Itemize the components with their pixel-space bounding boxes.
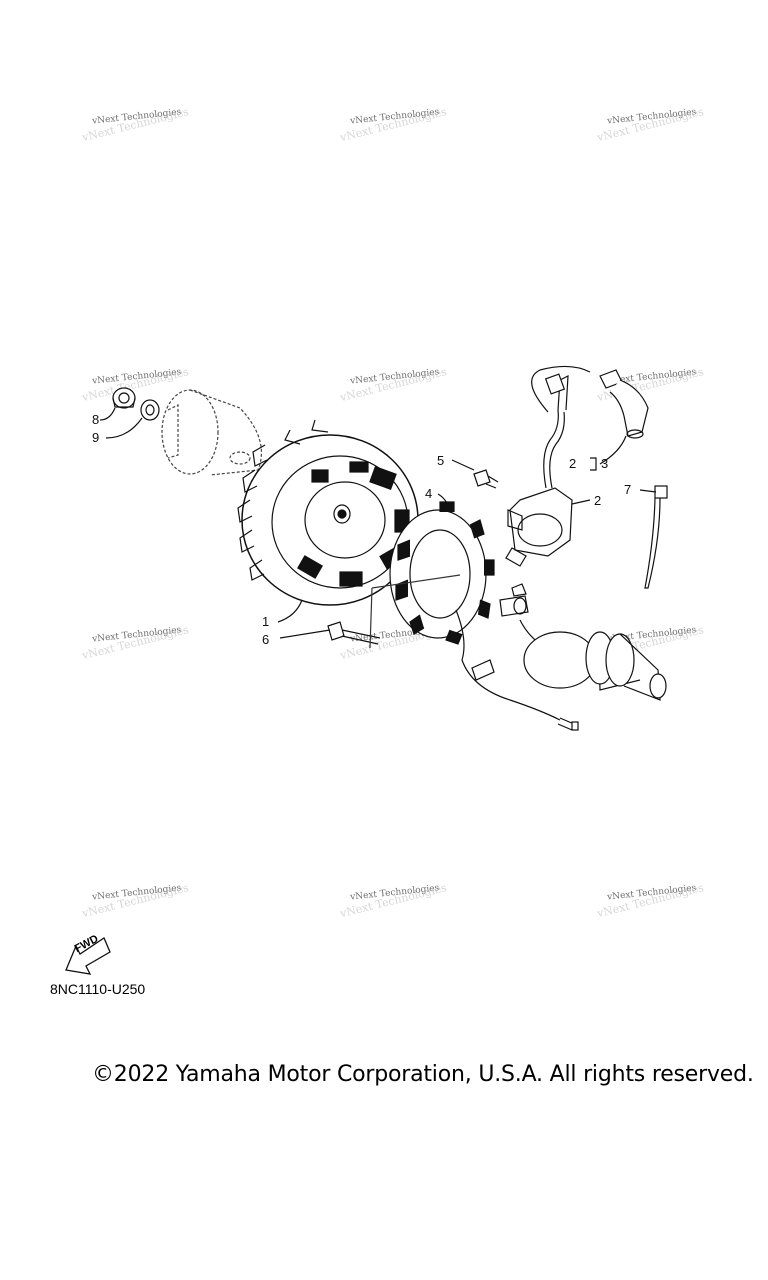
ignition-coil-part-2 bbox=[505, 365, 591, 567]
leader-line-1 bbox=[277, 599, 303, 623]
cable-tie-part-7 bbox=[644, 485, 668, 589]
copyright-notice: ©2022 Yamaha Motor Corporation, U.S.A. A… bbox=[92, 1062, 754, 1087]
leader-line-8 bbox=[99, 407, 116, 421]
leader-line-6 bbox=[279, 629, 331, 639]
crankshaft bbox=[499, 583, 667, 701]
callout-6: 6 bbox=[262, 632, 270, 647]
leader-line-4 bbox=[437, 493, 451, 513]
callout-1: 1 bbox=[262, 614, 270, 629]
spark-plug-cap-part-3 bbox=[599, 369, 649, 439]
callout-9: 9 bbox=[92, 430, 100, 445]
washer-part-9 bbox=[140, 399, 160, 421]
callout-5: 5 bbox=[437, 453, 445, 468]
diagram-part-code: 8NC1110-U250 bbox=[50, 981, 146, 997]
bracket-2-3 bbox=[590, 457, 597, 471]
leader-line-7 bbox=[639, 489, 657, 493]
flywheel-part-1 bbox=[237, 419, 419, 606]
stator-bracket-line bbox=[369, 574, 461, 649]
callout-8: 8 bbox=[92, 412, 100, 427]
nut-part-8 bbox=[112, 387, 136, 409]
fwd-arrow-icon bbox=[65, 937, 111, 975]
callout-7: 7 bbox=[624, 482, 632, 497]
starter-cup bbox=[161, 389, 262, 476]
bolt-part-6 bbox=[327, 621, 381, 645]
stator-part-4 bbox=[389, 501, 579, 731]
callout-4: 4 bbox=[425, 486, 433, 501]
callout-3: 3 bbox=[601, 456, 609, 471]
callout-2-lower: 2 bbox=[594, 493, 602, 508]
leader-line-3 bbox=[599, 435, 627, 465]
bolt-part-5 bbox=[473, 469, 499, 489]
leader-line-9 bbox=[105, 417, 143, 439]
leader-line-5 bbox=[451, 459, 475, 471]
callout-2-upper: 2 bbox=[569, 456, 577, 471]
leader-line-2-lower bbox=[571, 499, 591, 505]
